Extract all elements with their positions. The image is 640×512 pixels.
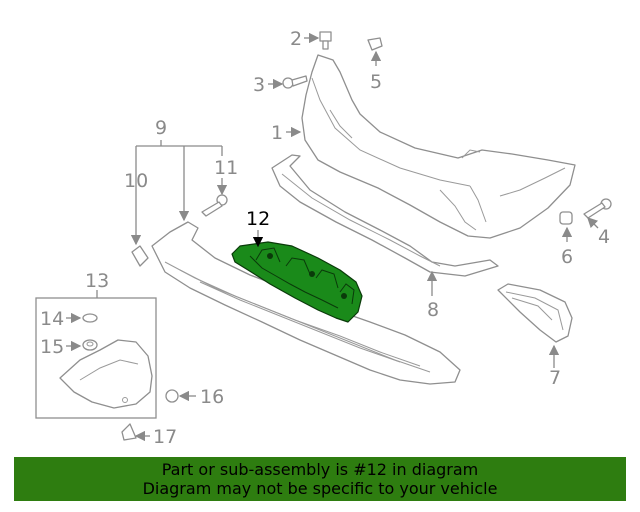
callout-2: 2 <box>290 28 302 50</box>
callout-6: 6 <box>561 246 573 268</box>
highlighted-part-12 <box>231 241 363 323</box>
fastener-3 <box>282 75 308 89</box>
fastener-5 <box>367 37 383 51</box>
fastener-10 <box>131 245 149 267</box>
callout-13: 13 <box>85 270 109 292</box>
leader-lines <box>66 32 599 442</box>
fastener-4 <box>583 198 612 219</box>
fastener-11 <box>201 194 228 217</box>
fastener-15 <box>82 339 98 351</box>
callout-10: 10 <box>124 170 148 192</box>
banner-line-2: Diagram may not be specific to your vehi… <box>142 479 498 498</box>
parts-diagram: 2 5 3 1 4 6 7 8 9 10 11 12 13 14 15 16 1… <box>35 28 612 448</box>
fastener-17 <box>121 423 137 441</box>
bumper-cover-part <box>301 54 576 239</box>
fastener-6 <box>559 211 573 225</box>
callout-14: 14 <box>40 308 64 330</box>
callout-15: 15 <box>40 336 64 358</box>
callout-12: 12 <box>246 208 270 230</box>
callout-7: 7 <box>549 367 561 389</box>
fastener-2 <box>319 31 332 50</box>
callout-4: 4 <box>598 226 610 248</box>
reflector-part <box>497 283 573 343</box>
fastener-14 <box>82 313 98 323</box>
callout-17: 17 <box>153 426 177 448</box>
callout-11: 11 <box>214 157 238 179</box>
callout-5: 5 <box>370 71 382 93</box>
banner-line-1: Part or sub-assembly is #12 in diagram <box>161 460 479 479</box>
callout-8: 8 <box>427 299 439 321</box>
info-banner: Part or sub-assembly is #12 in diagram D… <box>14 457 626 501</box>
callout-16: 16 <box>200 386 224 408</box>
lower-trim-part <box>271 154 499 277</box>
splash-shield-part <box>59 339 153 409</box>
fastener-16 <box>165 389 179 403</box>
callout-1: 1 <box>271 122 283 144</box>
part-13-box <box>35 297 157 419</box>
callout-9: 9 <box>155 117 167 139</box>
callout-3: 3 <box>253 74 265 96</box>
